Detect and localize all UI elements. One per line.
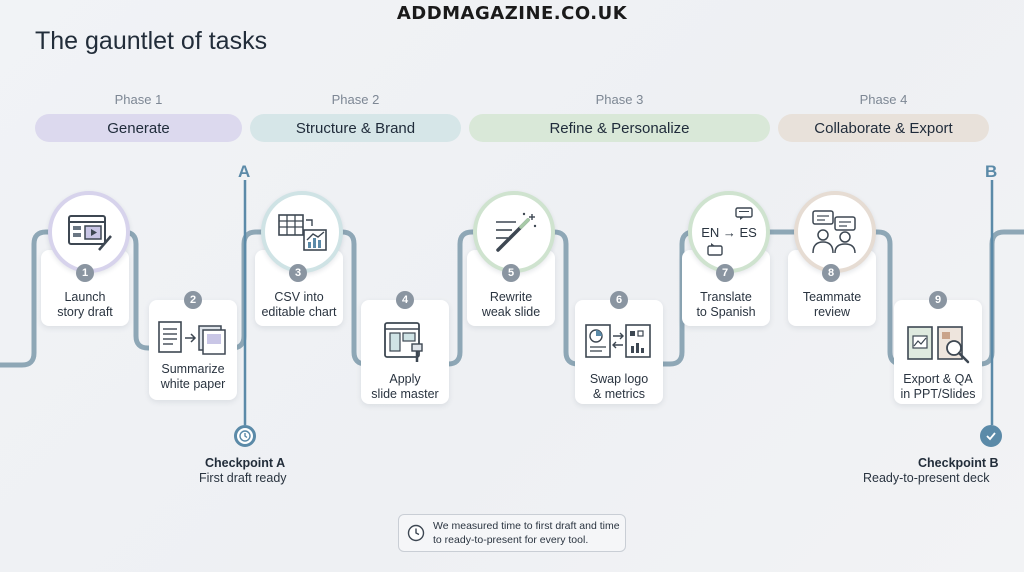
page-title: The gauntlet of tasks (35, 27, 268, 55)
phase-1-pill: Generate (35, 114, 242, 142)
task-8-number: 8 (822, 264, 840, 282)
task-7-number: 7 (716, 264, 734, 282)
checkpoint-a-subtitle: First draft ready (199, 471, 287, 485)
export-inspect-icon (907, 326, 970, 364)
phase-2-pill: Structure & Brand (250, 114, 461, 142)
table-to-chart-icon (278, 214, 327, 251)
task-5-number: 5 (502, 264, 520, 282)
task-6-number: 6 (610, 291, 628, 309)
magic-wand-icon (496, 212, 537, 252)
task-6-label: Swap logo& metrics (589, 372, 649, 401)
check-icon (986, 432, 996, 441)
speech-bubble-icon (735, 207, 753, 220)
task-3-icon-circle (261, 191, 343, 273)
phase-3-label: Phase 3 (595, 92, 644, 107)
clock-icon (407, 524, 425, 542)
task-1-icon-circle (48, 191, 130, 273)
checkpoint-b-marker (980, 425, 1002, 447)
video-editor-icon (68, 215, 112, 251)
documents-icon (158, 321, 226, 355)
task-card-6: Swap logo& metrics (575, 300, 663, 404)
task-1-number: 1 (76, 264, 94, 282)
methodology-note: We measured time to first draft and time… (398, 514, 626, 552)
speech-bubble-icon (707, 243, 723, 256)
translate-icon: EN → ES (699, 207, 759, 257)
phase-2-label: Phase 2 (331, 92, 380, 107)
teammates-chat-icon (812, 210, 856, 254)
lane-marker-a: A (238, 162, 251, 181)
checkpoint-a-title: Checkpoint A (205, 456, 286, 470)
methodology-note-text: We measured time to first draft and time… (433, 520, 620, 546)
task-8-icon-circle (794, 191, 876, 273)
swap-docs-icon (585, 324, 651, 358)
task-7-icon-circle: EN → ES (688, 191, 770, 273)
clock-icon (239, 430, 251, 442)
task-4-number: 4 (396, 291, 414, 309)
translate-label: EN → ES (701, 225, 757, 240)
phase-4-pill: Collaborate & Export (778, 114, 989, 142)
phase-3-pill: Refine & Personalize (469, 114, 770, 142)
layout-brush-icon (384, 322, 423, 362)
checkpoint-b-title: Checkpoint B (918, 456, 999, 470)
task-9-number: 9 (929, 291, 947, 309)
lane-marker-b: B (985, 162, 998, 181)
watermark: ADDMAGAZINE.CO.UK (396, 3, 628, 24)
phase-1-label: Phase 1 (114, 92, 163, 107)
checkpoint-b-subtitle: Ready-to-present deck (863, 471, 990, 485)
task-5-icon-circle (473, 191, 555, 273)
task-2-number: 2 (184, 291, 202, 309)
checkpoint-a-marker (234, 425, 256, 447)
phase-4-label: Phase 4 (859, 92, 908, 107)
task-3-number: 3 (289, 264, 307, 282)
